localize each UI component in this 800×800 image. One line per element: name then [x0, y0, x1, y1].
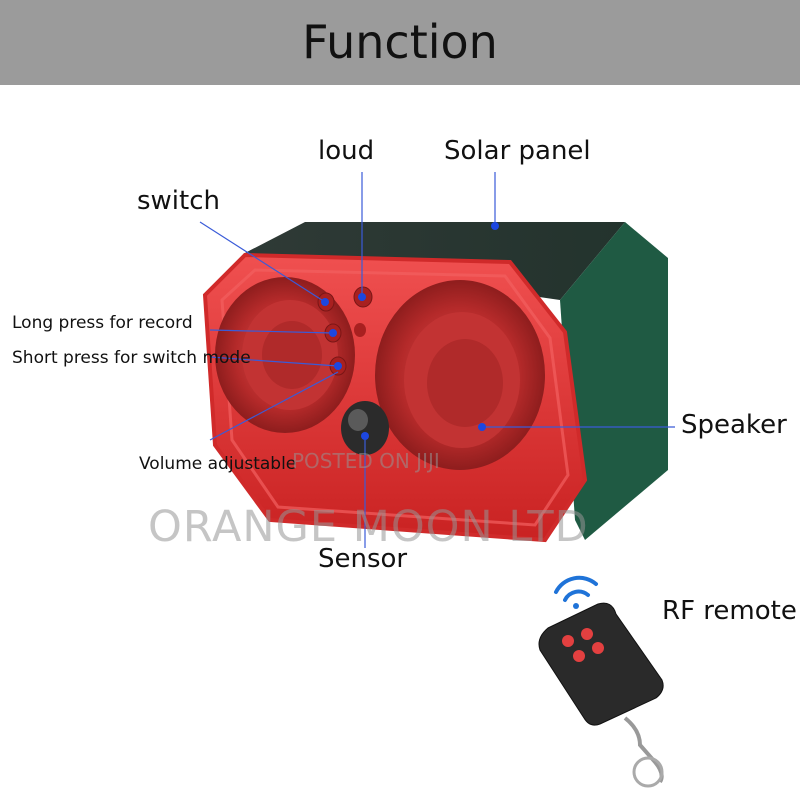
watermark-company: ORANGE MOON LTD	[148, 502, 589, 552]
label-volume: Volume adjustable	[139, 454, 297, 474]
label-solar-panel: Solar panel	[444, 136, 591, 166]
label-loud: loud	[318, 136, 375, 166]
leader-lines	[199, 172, 675, 548]
page-title: Function	[302, 15, 498, 69]
label-rf-remote: RF remote	[662, 596, 797, 626]
label-speaker: Speaker	[681, 410, 787, 440]
label-sensor: Sensor	[318, 544, 408, 574]
device-side	[560, 222, 668, 540]
rf-remote	[538, 575, 664, 788]
header-bar	[0, 0, 800, 85]
label-long-press: Long press for record	[12, 313, 193, 333]
leader-dots	[321, 222, 499, 440]
left-speaker	[215, 277, 355, 433]
label-switch: switch	[137, 186, 221, 216]
right-speaker	[375, 280, 545, 470]
pir-sensor	[341, 401, 389, 455]
label-short-press: Short press for switch mode	[12, 348, 251, 368]
watermark-posted: POSTED ON JIJI	[292, 449, 440, 473]
signal-icon	[554, 575, 598, 609]
